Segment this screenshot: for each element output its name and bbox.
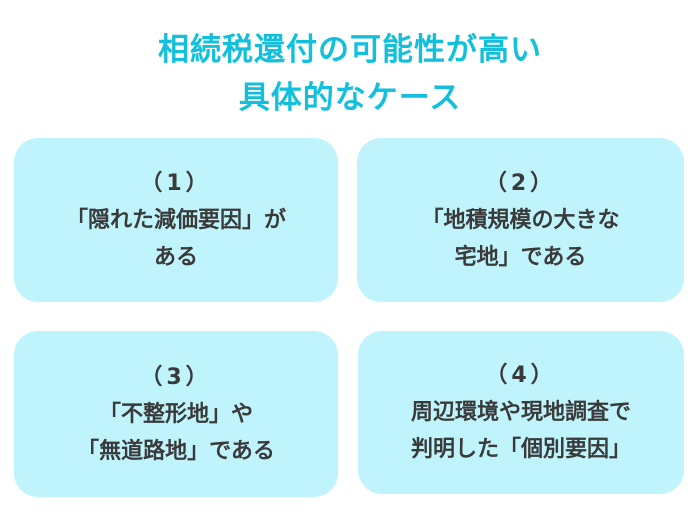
- case-card-4: （4） 周辺環境や現地調査で 判明した「個別要因」: [358, 331, 684, 494]
- case-number: （1）: [140, 170, 212, 196]
- title-line-1: 相続税還付の可能性が高い: [158, 32, 542, 68]
- case-text-line: ある: [153, 244, 198, 270]
- case-text-line: 「不整形地」や: [98, 401, 253, 427]
- case-text-line: 「地積規模の大きな: [421, 207, 620, 233]
- title-line-2: 具体的なケース: [238, 80, 462, 116]
- case-text-line: 「隠れた減価要因」が: [65, 207, 286, 233]
- case-number: （4）: [485, 363, 557, 388]
- page-title: 相続税還付の可能性が高い 具体的なケース: [0, 26, 700, 122]
- case-card-1: （1） 「隠れた減価要因」が ある: [14, 138, 338, 302]
- case-number: （2）: [484, 170, 557, 196]
- case-card-3: （3） 「不整形地」や 「無道路地」である: [14, 331, 338, 497]
- case-text-line: 判明した「個別要因」: [410, 437, 631, 462]
- case-text-line: 周辺環境や現地調査で: [410, 400, 631, 425]
- case-number: （3）: [140, 364, 212, 390]
- case-card-2: （2） 「地積規模の大きな 宅地」である: [357, 138, 684, 302]
- case-text-line: 「無道路地」である: [77, 438, 275, 464]
- case-text-line: 宅地」である: [454, 244, 587, 270]
